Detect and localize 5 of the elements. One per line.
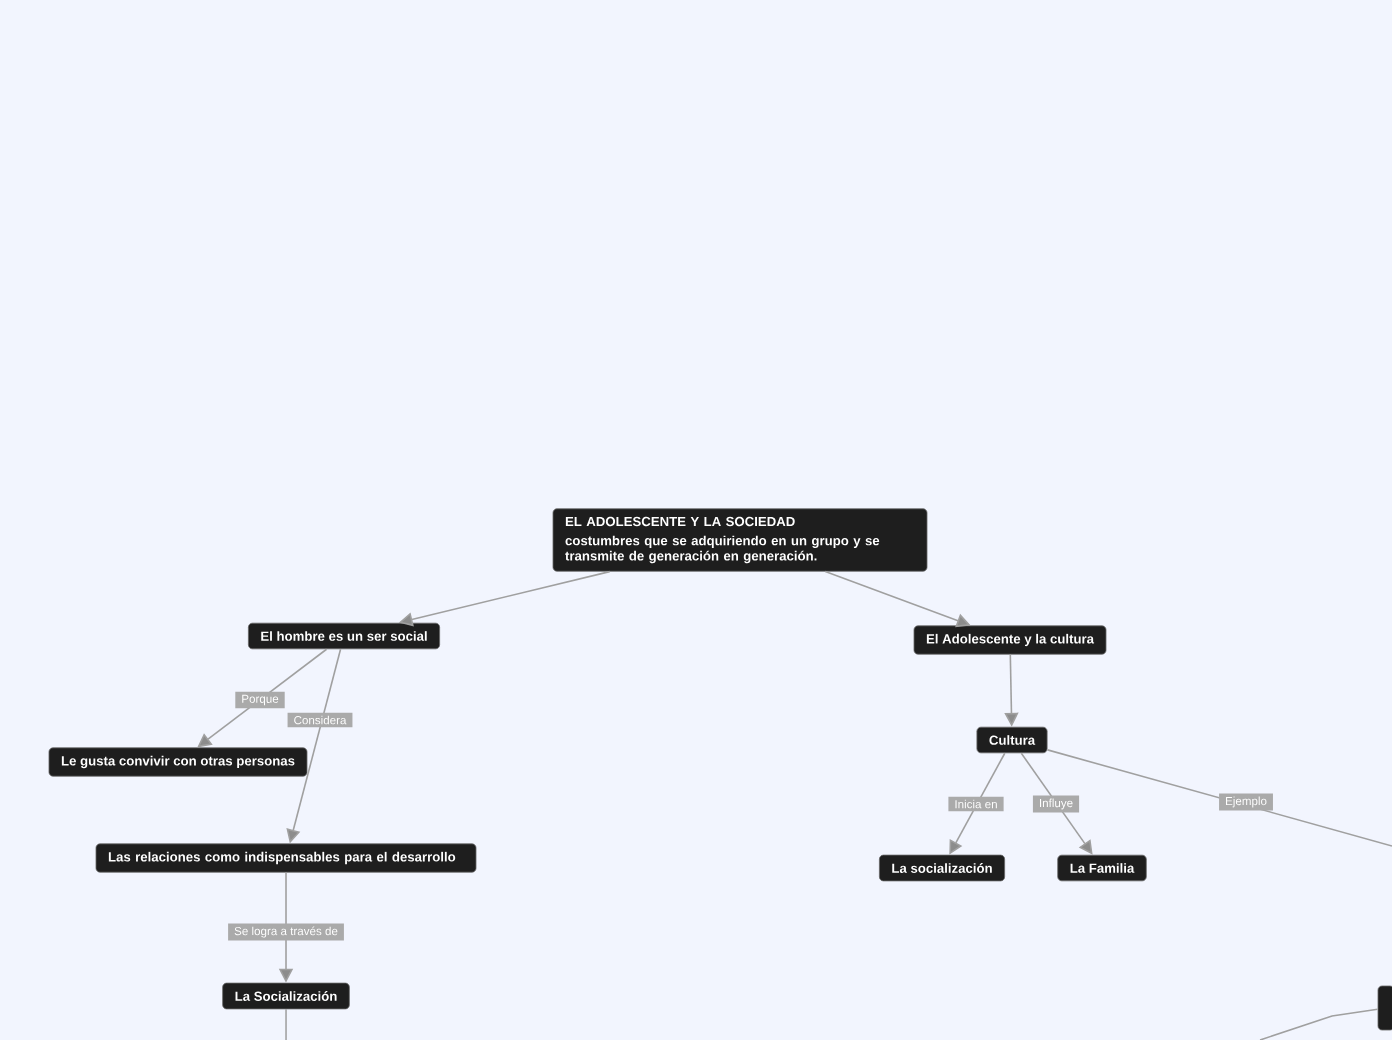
connector — [1020, 752, 1093, 855]
connector — [1259, 1008, 1379, 1040]
connector — [285, 1008, 287, 1040]
connector — [197, 648, 328, 748]
partial-box — [1377, 985, 1392, 1031]
